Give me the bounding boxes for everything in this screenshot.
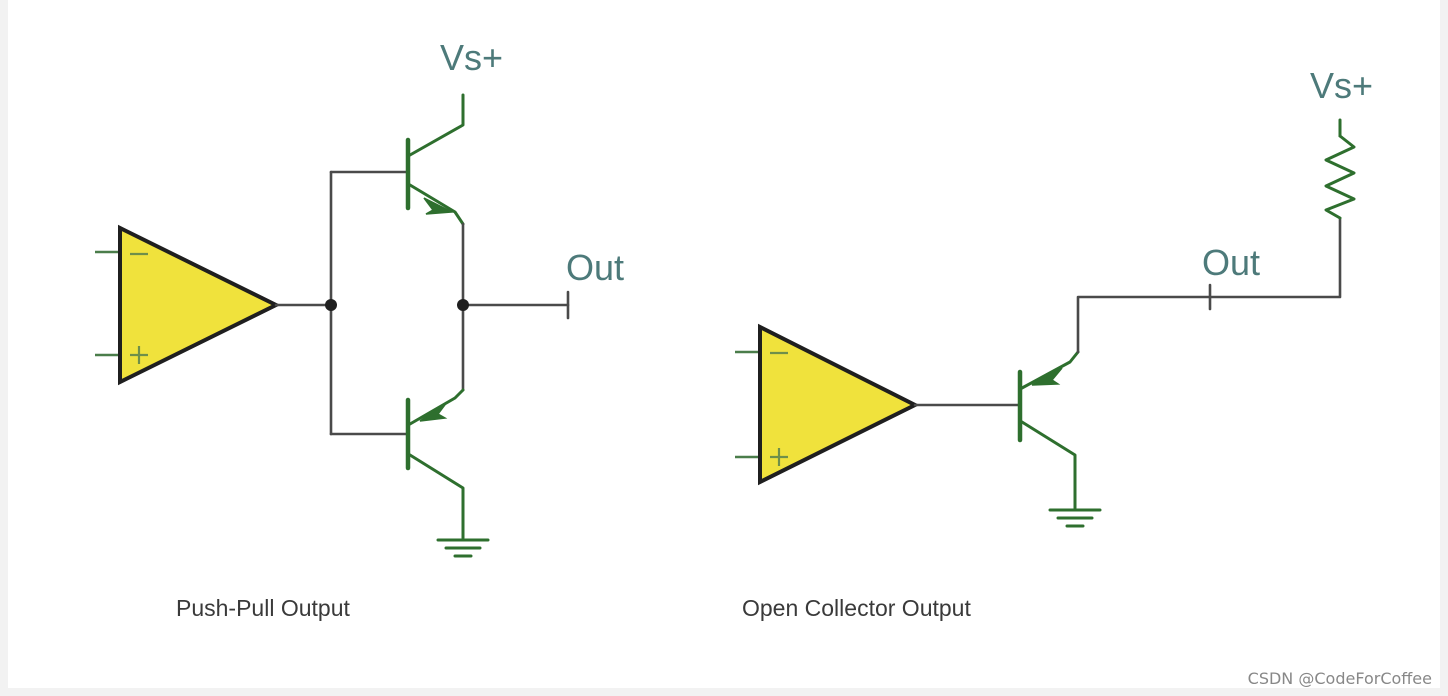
oc-emitter-arrow <box>1031 367 1063 386</box>
open-collector-opamp <box>735 323 920 486</box>
push-pull-opamp <box>95 224 281 386</box>
open-collector-output-label: Out <box>1202 242 1260 283</box>
open-collector-supply-label: Vs+ <box>1310 65 1373 106</box>
watermark: CSDN @CodeForCoffee <box>1248 669 1432 688</box>
oc-opamp-triangle <box>758 323 920 486</box>
upper-npn-transistor <box>405 93 465 226</box>
upper-emitter-arrow <box>423 197 455 215</box>
push-pull-supply-label: Vs+ <box>440 37 503 78</box>
oc-lower-lead <box>1020 420 1077 510</box>
background-panel <box>8 0 1440 688</box>
oc-upper-lead <box>1020 350 1080 390</box>
opamp-triangle <box>118 224 281 386</box>
open-collector-caption: Open Collector Output <box>742 595 971 621</box>
push-pull-caption: Push-Pull Output <box>176 595 350 621</box>
push-pull-output-label: Out <box>566 247 624 288</box>
upper-collector-lead <box>408 93 465 157</box>
lower-emitter-lead <box>408 388 465 426</box>
lower-collector-lead <box>408 453 465 540</box>
open-collector-ground-icon <box>1048 508 1102 528</box>
output-junction-dot <box>457 299 469 311</box>
upper-emitter-lead <box>408 183 465 226</box>
lower-pnp-transistor <box>405 388 465 540</box>
push-pull-diagram: Vs+ Out Push-Pull Output <box>95 37 624 621</box>
base-junction-dot <box>325 299 337 311</box>
open-collector-transistor <box>1017 350 1080 510</box>
open-collector-diagram: Vs+ Out Open Collector Output <box>735 65 1373 621</box>
push-pull-ground-icon <box>436 538 490 558</box>
pullup-resistor-icon <box>1324 134 1356 220</box>
lower-emitter-arrow <box>419 401 448 422</box>
